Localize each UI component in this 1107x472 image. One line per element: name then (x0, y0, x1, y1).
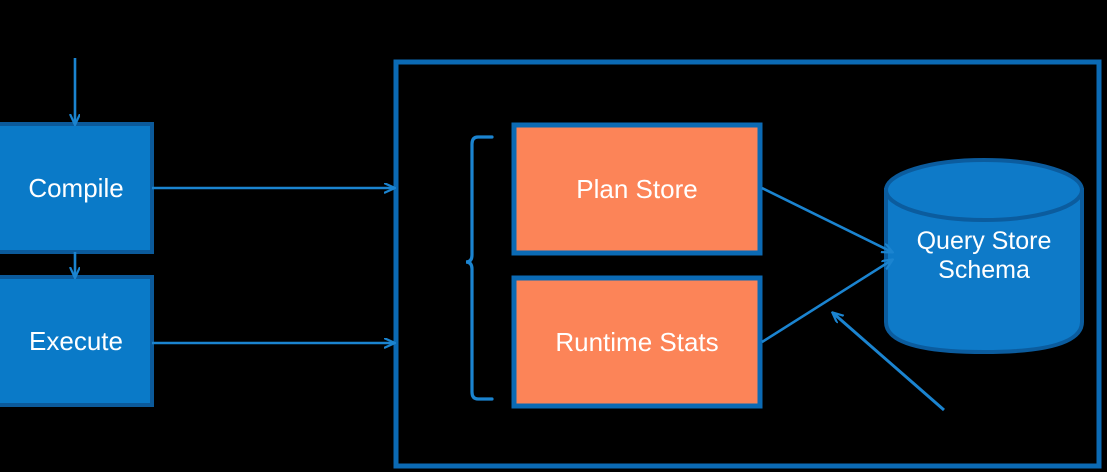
runtime-stats-box[interactable] (511, 275, 763, 409)
query-store-schema-cylinder[interactable] (884, 158, 1084, 355)
grouping-bracket (465, 135, 494, 401)
execute-box[interactable] (0, 275, 154, 407)
query-store-container (393, 59, 1102, 469)
connector-runtime-stats-to-schema (761, 260, 892, 344)
connector-plan-store-to-schema (761, 186, 892, 252)
compile-box[interactable] (0, 122, 154, 254)
plan-store-box[interactable] (511, 122, 763, 256)
connector-external-to-schema (833, 313, 945, 412)
